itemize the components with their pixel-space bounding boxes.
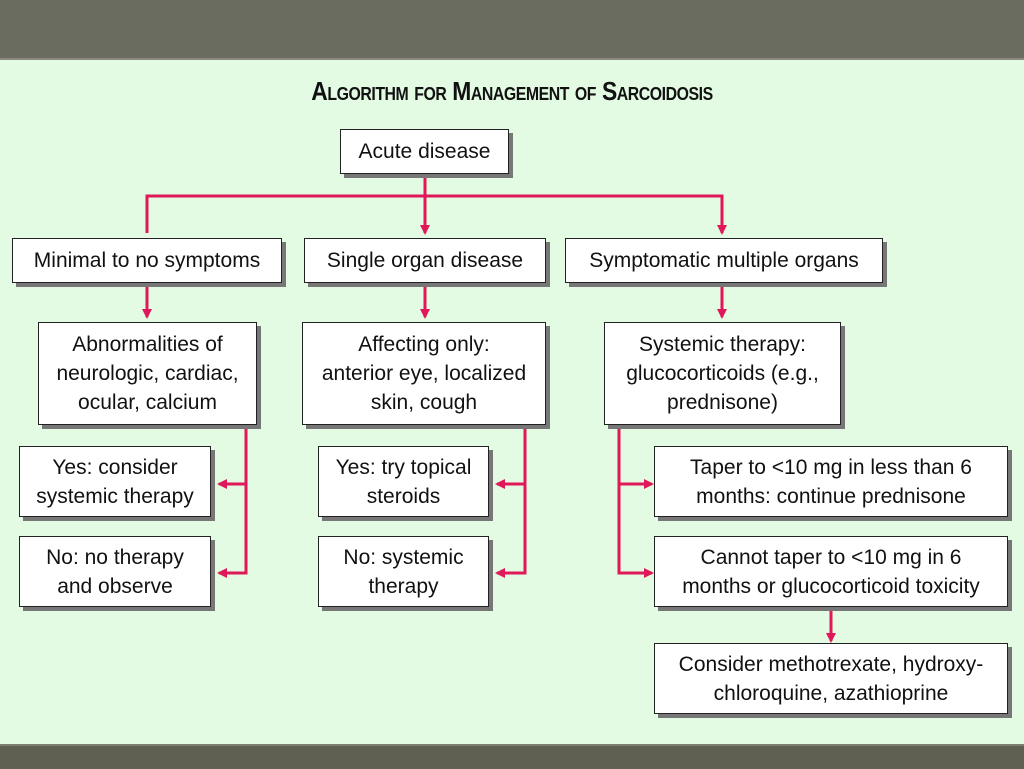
top-bar	[0, 0, 1024, 60]
node-yes-consider-systemic: Yes: consider systemic therapy	[19, 446, 211, 517]
node-consider-alternatives: Consider methotrexate, hydroxy- chloroqu…	[654, 643, 1008, 714]
bottom-bar	[0, 744, 1024, 769]
node-no-systemic-therapy: No: systemic therapy	[318, 536, 489, 607]
node-abnormalities: Abnormalities of neurologic, cardiac, oc…	[38, 322, 257, 425]
node-minimal-symptoms: Minimal to no symptoms	[12, 238, 282, 283]
node-cannot-taper: Cannot taper to <10 mg in 6 months or gl…	[654, 536, 1008, 607]
node-acute-disease: Acute disease	[340, 129, 509, 174]
node-no-therapy-observe: No: no therapy and observe	[19, 536, 211, 607]
branch-abnormalities	[217, 424, 248, 578]
branch-systemic	[617, 424, 654, 578]
node-single-organ: Single organ disease	[304, 238, 546, 283]
diagram-title: Algorithm for Management of Sarcoidosis	[311, 76, 713, 106]
node-multiple-organs: Symptomatic multiple organs	[565, 238, 883, 283]
node-yes-topical-steroids: Yes: try topical steroids	[318, 446, 489, 517]
branch-affecting	[495, 424, 527, 578]
node-systemic-therapy: Systemic therapy: glucocorticoids (e.g.,…	[604, 322, 841, 425]
connector-branch	[145, 194, 727, 235]
node-affecting-only: Affecting only: anterior eye, localized …	[302, 322, 546, 425]
node-taper-continue: Taper to <10 mg in less than 6 months: c…	[654, 446, 1008, 517]
